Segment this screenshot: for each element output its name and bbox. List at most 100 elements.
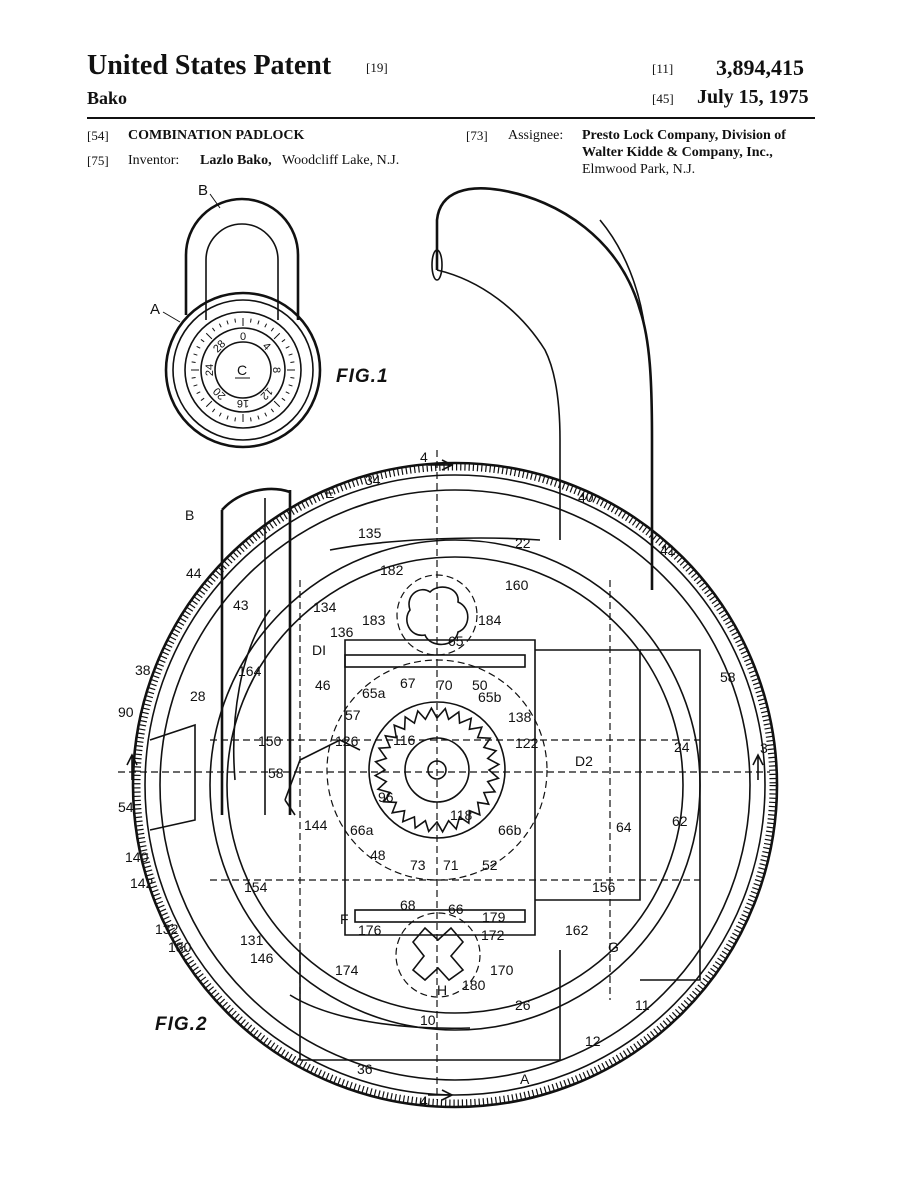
fig1-dial-number: 24 [204,364,216,376]
fig2-frame-outline [344,639,641,936]
header-divider [87,117,815,119]
fig1-shackle-outer [184,197,300,320]
inventor-surname: Bako [87,88,128,108]
fig2-case-shell [133,463,777,1107]
fig2-ref-58: 58 [268,765,284,781]
fig2-ref-G: G [608,939,619,955]
fig2-ref-38: 38 [135,662,151,678]
fig2-ref-132: 132 [155,921,179,937]
fig2-shackle-tube [435,187,654,590]
fig1-dial-number: 4 [260,340,273,353]
inid-code-11: [11] [652,61,674,76]
fig2-ref-136: 136 [330,624,354,640]
fig1-dial-tick [218,412,222,417]
fig1-dial-tick [257,320,260,325]
patent-date: July 15, 1975 [697,86,809,108]
fig2-ratchet-gear [373,706,501,834]
fig2-ref-4: 4 [420,449,428,465]
fig1-dial-tick [191,377,196,379]
fig2-hidden-lines [210,580,700,1000]
fig2-case-inner [144,474,766,1096]
fig1-label: FIG.1 [336,366,389,387]
fig1-dial-tick [212,408,216,413]
fig1-dial-tick [264,323,268,328]
inid-code-19: [19] [366,60,388,75]
fig2-ref-116: 116 [393,732,416,748]
fig1-body-ring [172,299,314,441]
fig1-dial-tick [288,353,293,356]
fig2-ref-162: 162 [565,922,589,938]
fig2-ref-54: 54 [118,799,134,815]
fig1-dial-tick [288,384,293,387]
fig2-ref-66: 66 [448,901,464,917]
fig2-ref-B: B [185,507,194,523]
fig2-ref-68: 68 [400,897,416,913]
fig1-dial-tick [218,323,222,328]
fig2-ref-10: 10 [420,1012,436,1028]
fig1-dial-tick [257,415,260,420]
fig2-ref-134: 134 [313,599,337,615]
fig2-frame-lower [354,909,526,923]
fig2-ref-170: 170 [490,962,514,978]
fig1-dial-tick [290,377,295,379]
fig2-right-block [640,649,701,981]
fig2-frame-upper [344,654,526,668]
inid-code-45: [45] [652,91,674,106]
fig2-ref-F: F [340,911,349,927]
fig2-ref-D2: D2 [575,753,593,769]
inid-code-73: [73] [466,128,488,143]
fig2-ref-122: 122 [515,735,539,751]
fig1-dial-tick [191,361,196,363]
fig2-ref-160: 160 [505,577,529,593]
fig2-ref-41: 41 [660,542,676,558]
fig2-lower-follower-hidden [395,912,481,998]
fig2-case-lip [159,489,751,1081]
fig2-ref-179: 179 [482,909,506,925]
assignee-line-2: Walter Kidde & Company, Inc., [582,145,773,160]
fig2-wheel-inner [226,556,684,1014]
patent-title: United States Patent [87,50,332,81]
fig2-ref-24: 24 [674,739,690,755]
fig2-ref-180: 180 [462,977,486,993]
fig1-dial-number: 16 [237,397,249,409]
fig2-ref-H: H [437,982,447,998]
fig1-dial-knob [214,341,272,399]
fig2-wheel-outer [209,539,701,1031]
fig2-ref-66a: 66a [350,822,374,838]
fig1-dial-tick [234,318,236,323]
inventor-location: Woodcliff Lake, N.J. [282,153,400,168]
fig2-ref-135: 135 [358,525,382,541]
fig1-dial-tick [193,353,198,356]
fig2-ref-182: 182 [380,562,404,578]
fig2-ref-57: 57 [345,707,361,723]
fig2-ref-66b: 66b [498,822,522,838]
fig2-ref-58: 58 [720,669,736,685]
fig1-dial-tick [273,400,281,408]
fig1-dial-number: 8 [270,367,282,373]
fig1-dial-tick [234,417,236,422]
fig2-ref-65b: 65b [478,689,502,705]
fig2-ref-172: 172 [481,927,505,943]
fig2-bottom-block [299,950,561,1061]
fig2-section-arrow-right-3 [752,753,764,780]
fig1-dial-tick [205,332,213,340]
fig2-ref-64: 64 [616,819,632,835]
fig1-dial-tick [281,339,286,343]
fig1-dial-tick [264,412,268,417]
assignee-label: Assignee: [508,128,564,143]
fig2-ref-48: 48 [370,847,386,863]
fig2-ref-12: 12 [585,1033,601,1049]
fig2-label: FIG.2 [155,1014,208,1035]
fig1-dial-number: 0 [240,331,246,343]
inventor-name: Lazlo Bako, [200,153,272,168]
fig2-ref-28: 28 [190,688,206,704]
patent-number: 3,894,415 [716,55,804,80]
fig2-ref-44: 44 [186,565,202,581]
fig1-dial-tick [270,408,274,413]
fig1-ref-B: B [198,182,208,199]
fig2-ref-65: 65 [448,633,464,649]
fig2-gear-teeth [373,706,501,834]
assignee-line-3: Elmwood Park, N.J. [582,162,696,177]
